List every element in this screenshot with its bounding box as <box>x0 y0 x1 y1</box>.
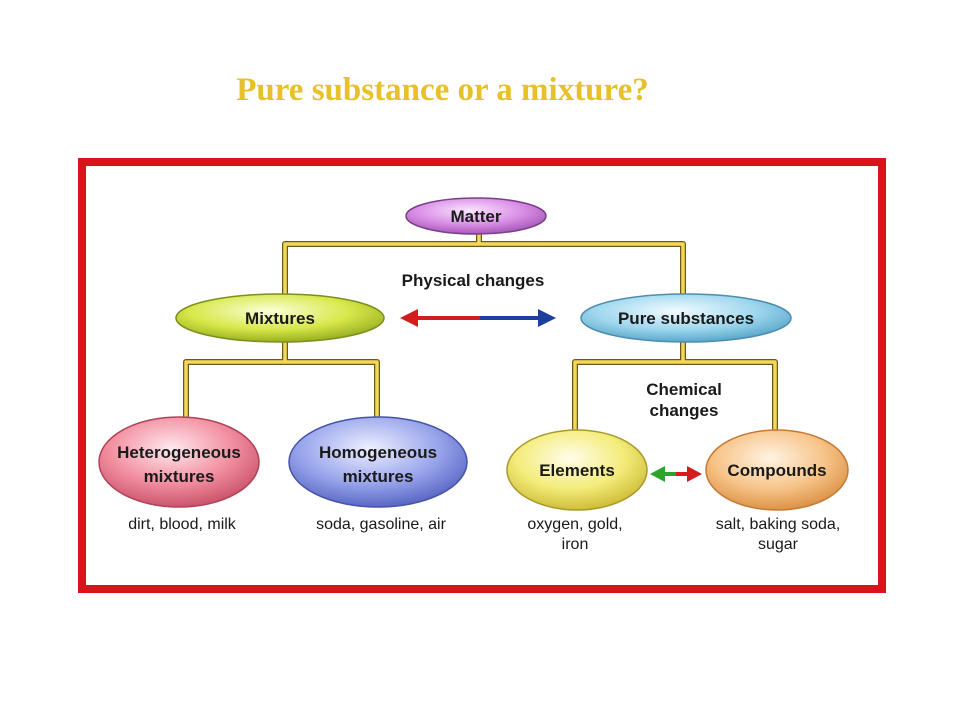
node-heterogeneous-label-1: Heterogeneous <box>117 443 241 462</box>
elements-examples-2: iron <box>562 536 589 553</box>
chemical-changes-label-2: changes <box>650 401 719 420</box>
node-homogeneous-label-2: mixtures <box>343 467 414 486</box>
node-matter-label: Matter <box>450 207 501 226</box>
diagram-frame: Matter Mixtures Pure substances Heteroge… <box>78 158 886 593</box>
physical-changes-label: Physical changes <box>402 271 545 290</box>
node-elements: Elements <box>506 429 648 511</box>
elements-examples-1: oxygen, gold, <box>527 516 622 533</box>
node-matter: Matter <box>405 197 547 235</box>
node-mixtures-label: Mixtures <box>245 309 315 328</box>
chemical-changes-arrow <box>650 466 702 482</box>
node-compounds-label: Compounds <box>727 461 826 480</box>
node-heterogeneous-label-2: mixtures <box>144 467 215 486</box>
slide-title: Pure substance or a mixture? <box>236 72 649 108</box>
matter-classification-diagram: Matter Mixtures Pure substances Heteroge… <box>78 158 886 593</box>
heterogeneous-examples: dirt, blood, milk <box>128 516 237 533</box>
node-elements-label: Elements <box>539 461 615 480</box>
node-homogeneous-label-1: Homogeneous <box>319 443 437 462</box>
homogeneous-examples: soda, gasoline, air <box>316 516 447 533</box>
chemical-changes-label-1: Chemical <box>646 380 722 399</box>
node-pure-substances-label: Pure substances <box>618 309 754 328</box>
compounds-examples-2: sugar <box>758 536 799 553</box>
physical-changes-arrow <box>400 309 556 327</box>
node-heterogeneous-mixtures: Heterogeneous mixtures <box>98 416 260 508</box>
node-compounds: Compounds <box>705 429 849 511</box>
node-mixtures: Mixtures <box>175 293 385 343</box>
connector-lines <box>183 230 778 440</box>
compounds-examples-1: salt, baking soda, <box>716 516 841 533</box>
node-homogeneous-mixtures: Homogeneous mixtures <box>288 416 468 508</box>
node-pure-substances: Pure substances <box>580 293 792 343</box>
